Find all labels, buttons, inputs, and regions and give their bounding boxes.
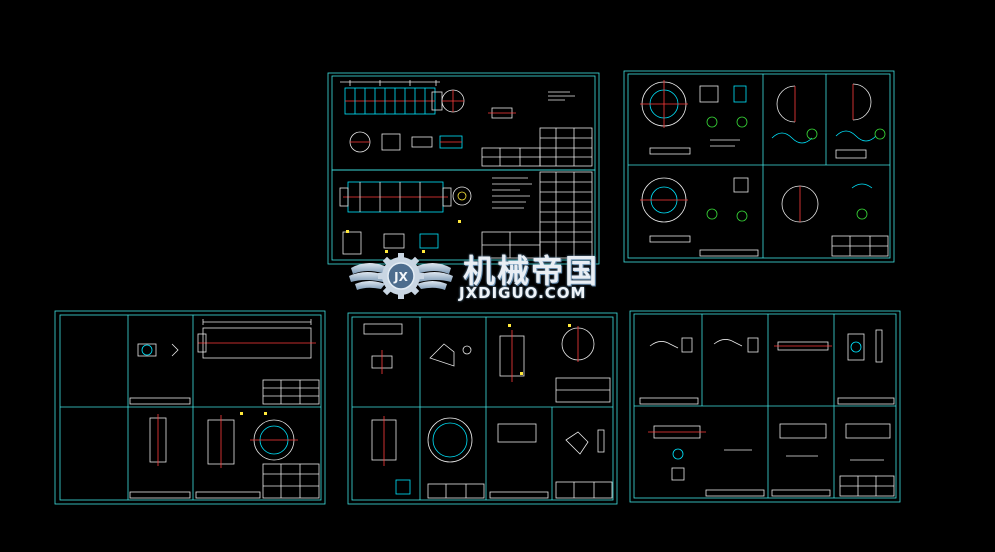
part-views-bm-bottom [371, 416, 605, 495]
shaft-view [137, 319, 316, 359]
title-blocks-br [639, 397, 895, 497]
watermark-logo: JX 机械帝国 JXDIGUO.COM [345, 244, 645, 308]
title-blocks-bottom-left [129, 379, 320, 499]
parts-list-table [481, 171, 593, 259]
part-views-br-top [649, 329, 883, 363]
assembly-view-bottom [339, 181, 472, 255]
title-blocks-bm [427, 481, 613, 499]
sheet-top-middle[interactable] [327, 72, 600, 265]
badge-letters: JX [393, 270, 408, 284]
gear-wings-icon: JX [349, 253, 453, 299]
sheet-bottom-right[interactable] [629, 310, 901, 503]
cylinder-views [149, 412, 298, 468]
assembly-view-top [340, 80, 465, 115]
title-block-top [481, 127, 593, 167]
flange-view-1 [640, 80, 748, 155]
title-block-top-right [699, 235, 889, 257]
flange-view-2 [640, 177, 873, 243]
notes-text-block [492, 177, 532, 209]
sheet-bottom-middle[interactable] [347, 312, 618, 505]
sheet-bottom-left[interactable] [54, 310, 326, 505]
sheet-top-right[interactable] [623, 70, 895, 263]
part-views-bm-top [363, 323, 611, 403]
detail-views-top [349, 91, 575, 153]
watermark-url: JXDIGUO.COM [459, 284, 587, 302]
watermark-title: 机械帝国 [463, 252, 600, 290]
half-flange-views [771, 83, 886, 159]
part-views-br-bottom [648, 423, 891, 481]
